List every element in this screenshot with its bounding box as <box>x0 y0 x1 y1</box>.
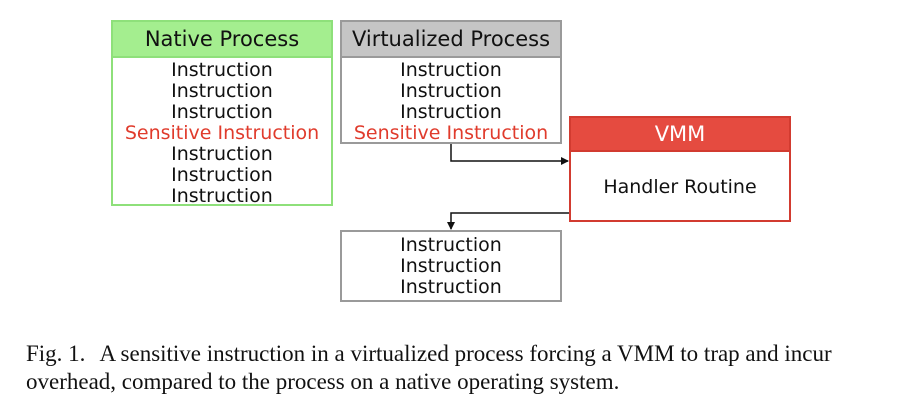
trap-arrow <box>450 144 569 165</box>
virtualized-process-title: Virtualized Process <box>342 22 560 58</box>
native-instruction: Instruction <box>171 80 273 102</box>
virtualized-instruction: Instruction <box>400 101 502 123</box>
virtualized-instruction: Instruction <box>400 80 502 102</box>
resumed-instructions-box: Instruction Instruction Instruction <box>340 230 562 302</box>
resumed-instruction: Instruction <box>400 276 502 298</box>
virtualized-instruction: Instruction <box>400 59 502 81</box>
native-instruction: Instruction <box>171 185 273 207</box>
virtualized-process-box: Virtualized Process Instruction Instruct… <box>340 20 562 144</box>
native-process-title: Native Process <box>113 22 331 58</box>
virtualized-sensitive-instruction: Sensitive Instruction <box>353 122 549 144</box>
vmm-title: VMM <box>571 118 789 152</box>
native-instruction-list: Instruction Instruction Instruction Sens… <box>113 58 331 207</box>
handler-routine-label: Handler Routine <box>603 176 757 198</box>
figure-caption: Fig. 1.A sensitive instruction in a virt… <box>26 340 896 396</box>
vmm-box: VMM Handler Routine <box>569 116 791 222</box>
native-process-box: Native Process Instruction Instruction I… <box>111 20 333 207</box>
virtualized-instruction-list: Instruction Instruction Instruction Sens… <box>342 58 560 144</box>
return-arrow <box>447 212 569 230</box>
native-instruction: Instruction <box>171 143 273 165</box>
figure-caption-text: A sensitive instruction in a virtualized… <box>26 341 832 394</box>
native-instruction: Instruction <box>171 59 273 81</box>
native-instruction: Instruction <box>171 101 273 123</box>
resumed-instruction: Instruction <box>400 234 502 256</box>
native-instruction: Instruction <box>171 164 273 186</box>
resumed-instruction-list: Instruction Instruction Instruction <box>342 232 560 298</box>
figure-label: Fig. 1. <box>26 341 86 366</box>
resumed-instruction: Instruction <box>400 255 502 277</box>
native-sensitive-instruction: Sensitive Instruction <box>124 122 320 144</box>
